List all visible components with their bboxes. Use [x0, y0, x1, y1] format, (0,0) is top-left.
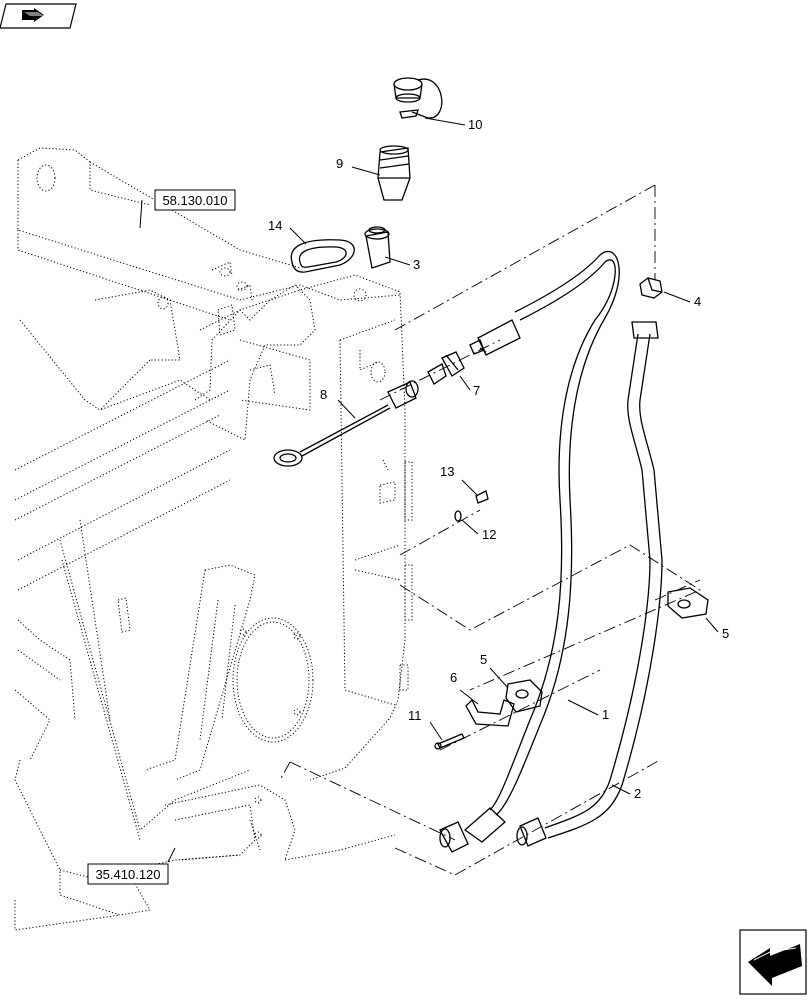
part-5-clamp-upper [667, 587, 709, 619]
part-4-nut [639, 277, 663, 299]
callout-2: 2 [634, 786, 641, 801]
callout-10: 10 [468, 117, 482, 132]
leader-lines [139, 117, 719, 863]
part-1-hose [439, 250, 620, 853]
callouts: 1 2 3 4 5 5 6 7 8 9 10 11 12 13 14 [268, 117, 729, 801]
callout-13: 13 [440, 464, 454, 479]
callout-5-lower: 5 [480, 652, 487, 667]
callout-11: 11 [408, 708, 422, 723]
part-2-tube [516, 321, 663, 847]
part-8-tag [273, 380, 419, 467]
reference-58-130-010[interactable]: 58.130.010 [154, 189, 236, 211]
part-3-bushing [364, 226, 391, 269]
callout-14: 14 [268, 218, 282, 233]
part-12-washer [454, 510, 462, 522]
callout-9: 9 [336, 156, 343, 171]
callout-12: 12 [482, 527, 496, 542]
part-11-pin [434, 733, 465, 750]
part-6-clip [465, 698, 515, 727]
callout-7: 7 [473, 383, 480, 398]
part-10-dust-cap [393, 77, 443, 119]
next-page-arrow-icon[interactable] [739, 929, 807, 995]
callout-6: 6 [450, 670, 457, 685]
callout-4: 4 [694, 294, 701, 309]
book-arrow-icon[interactable] [0, 3, 77, 29]
reference-58-130-010-text: 58.130.010 [162, 193, 227, 208]
part-13-screw [475, 490, 489, 504]
callout-1: 1 [602, 707, 609, 722]
part-9-coupler [377, 145, 411, 201]
machine-frame [14, 147, 413, 931]
callout-8: 8 [320, 387, 327, 402]
reference-35-410-120-text: 35.410.120 [95, 867, 160, 882]
assembly-lines [279, 184, 701, 876]
reference-35-410-120[interactable]: 35.410.120 [87, 863, 169, 885]
part-14-grommet [290, 239, 355, 273]
part-5-clamp-lower [505, 679, 543, 713]
callout-3: 3 [413, 257, 420, 272]
callout-5-upper: 5 [722, 626, 729, 641]
part-7-adapter [427, 351, 465, 385]
